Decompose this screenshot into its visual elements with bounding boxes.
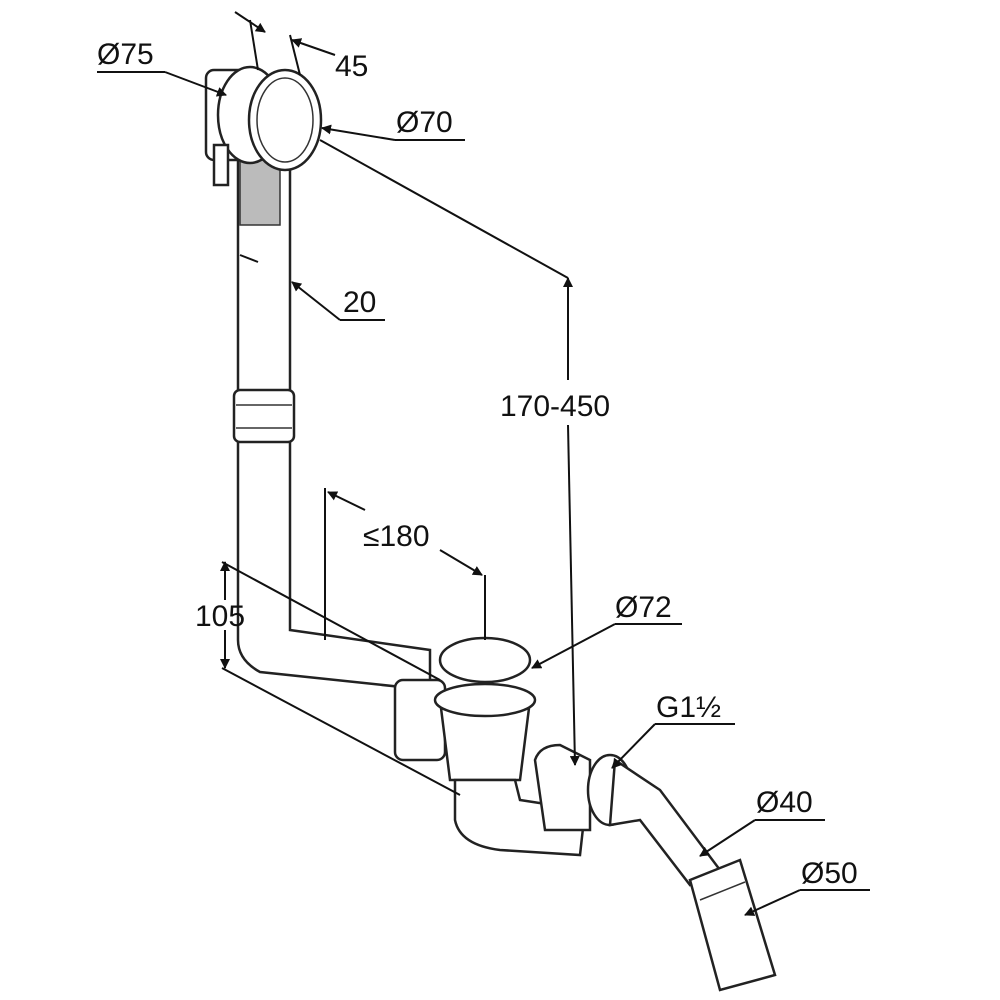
outlet-inner-diameter-label: Ø40 bbox=[756, 786, 813, 819]
cover-diameter-label: Ø70 bbox=[396, 106, 453, 139]
corrugated-section bbox=[239, 159, 281, 226]
overflow-diameter-label: Ø75 bbox=[97, 38, 154, 71]
waste-trap-assembly bbox=[393, 636, 777, 992]
outlet-pipe bbox=[688, 858, 777, 992]
waste-height-label: 105 bbox=[195, 600, 245, 633]
overflow-tube bbox=[232, 158, 432, 692]
waste-plug bbox=[438, 636, 532, 684]
height-range-label: 170-450 bbox=[500, 390, 610, 423]
horizontal-length-label: ≤180 bbox=[363, 520, 430, 553]
thread-size-label: G1½ bbox=[656, 691, 721, 724]
outlet-outer-diameter-label: Ø50 bbox=[801, 857, 858, 890]
waste-diameter-label: Ø72 bbox=[615, 591, 672, 624]
tube-diameter-label: 20 bbox=[343, 286, 376, 319]
overflow-head bbox=[204, 65, 323, 187]
overflow-cover bbox=[247, 68, 323, 172]
overflow-depth-label: 45 bbox=[335, 50, 368, 83]
dimension-lines bbox=[97, 11, 870, 916]
